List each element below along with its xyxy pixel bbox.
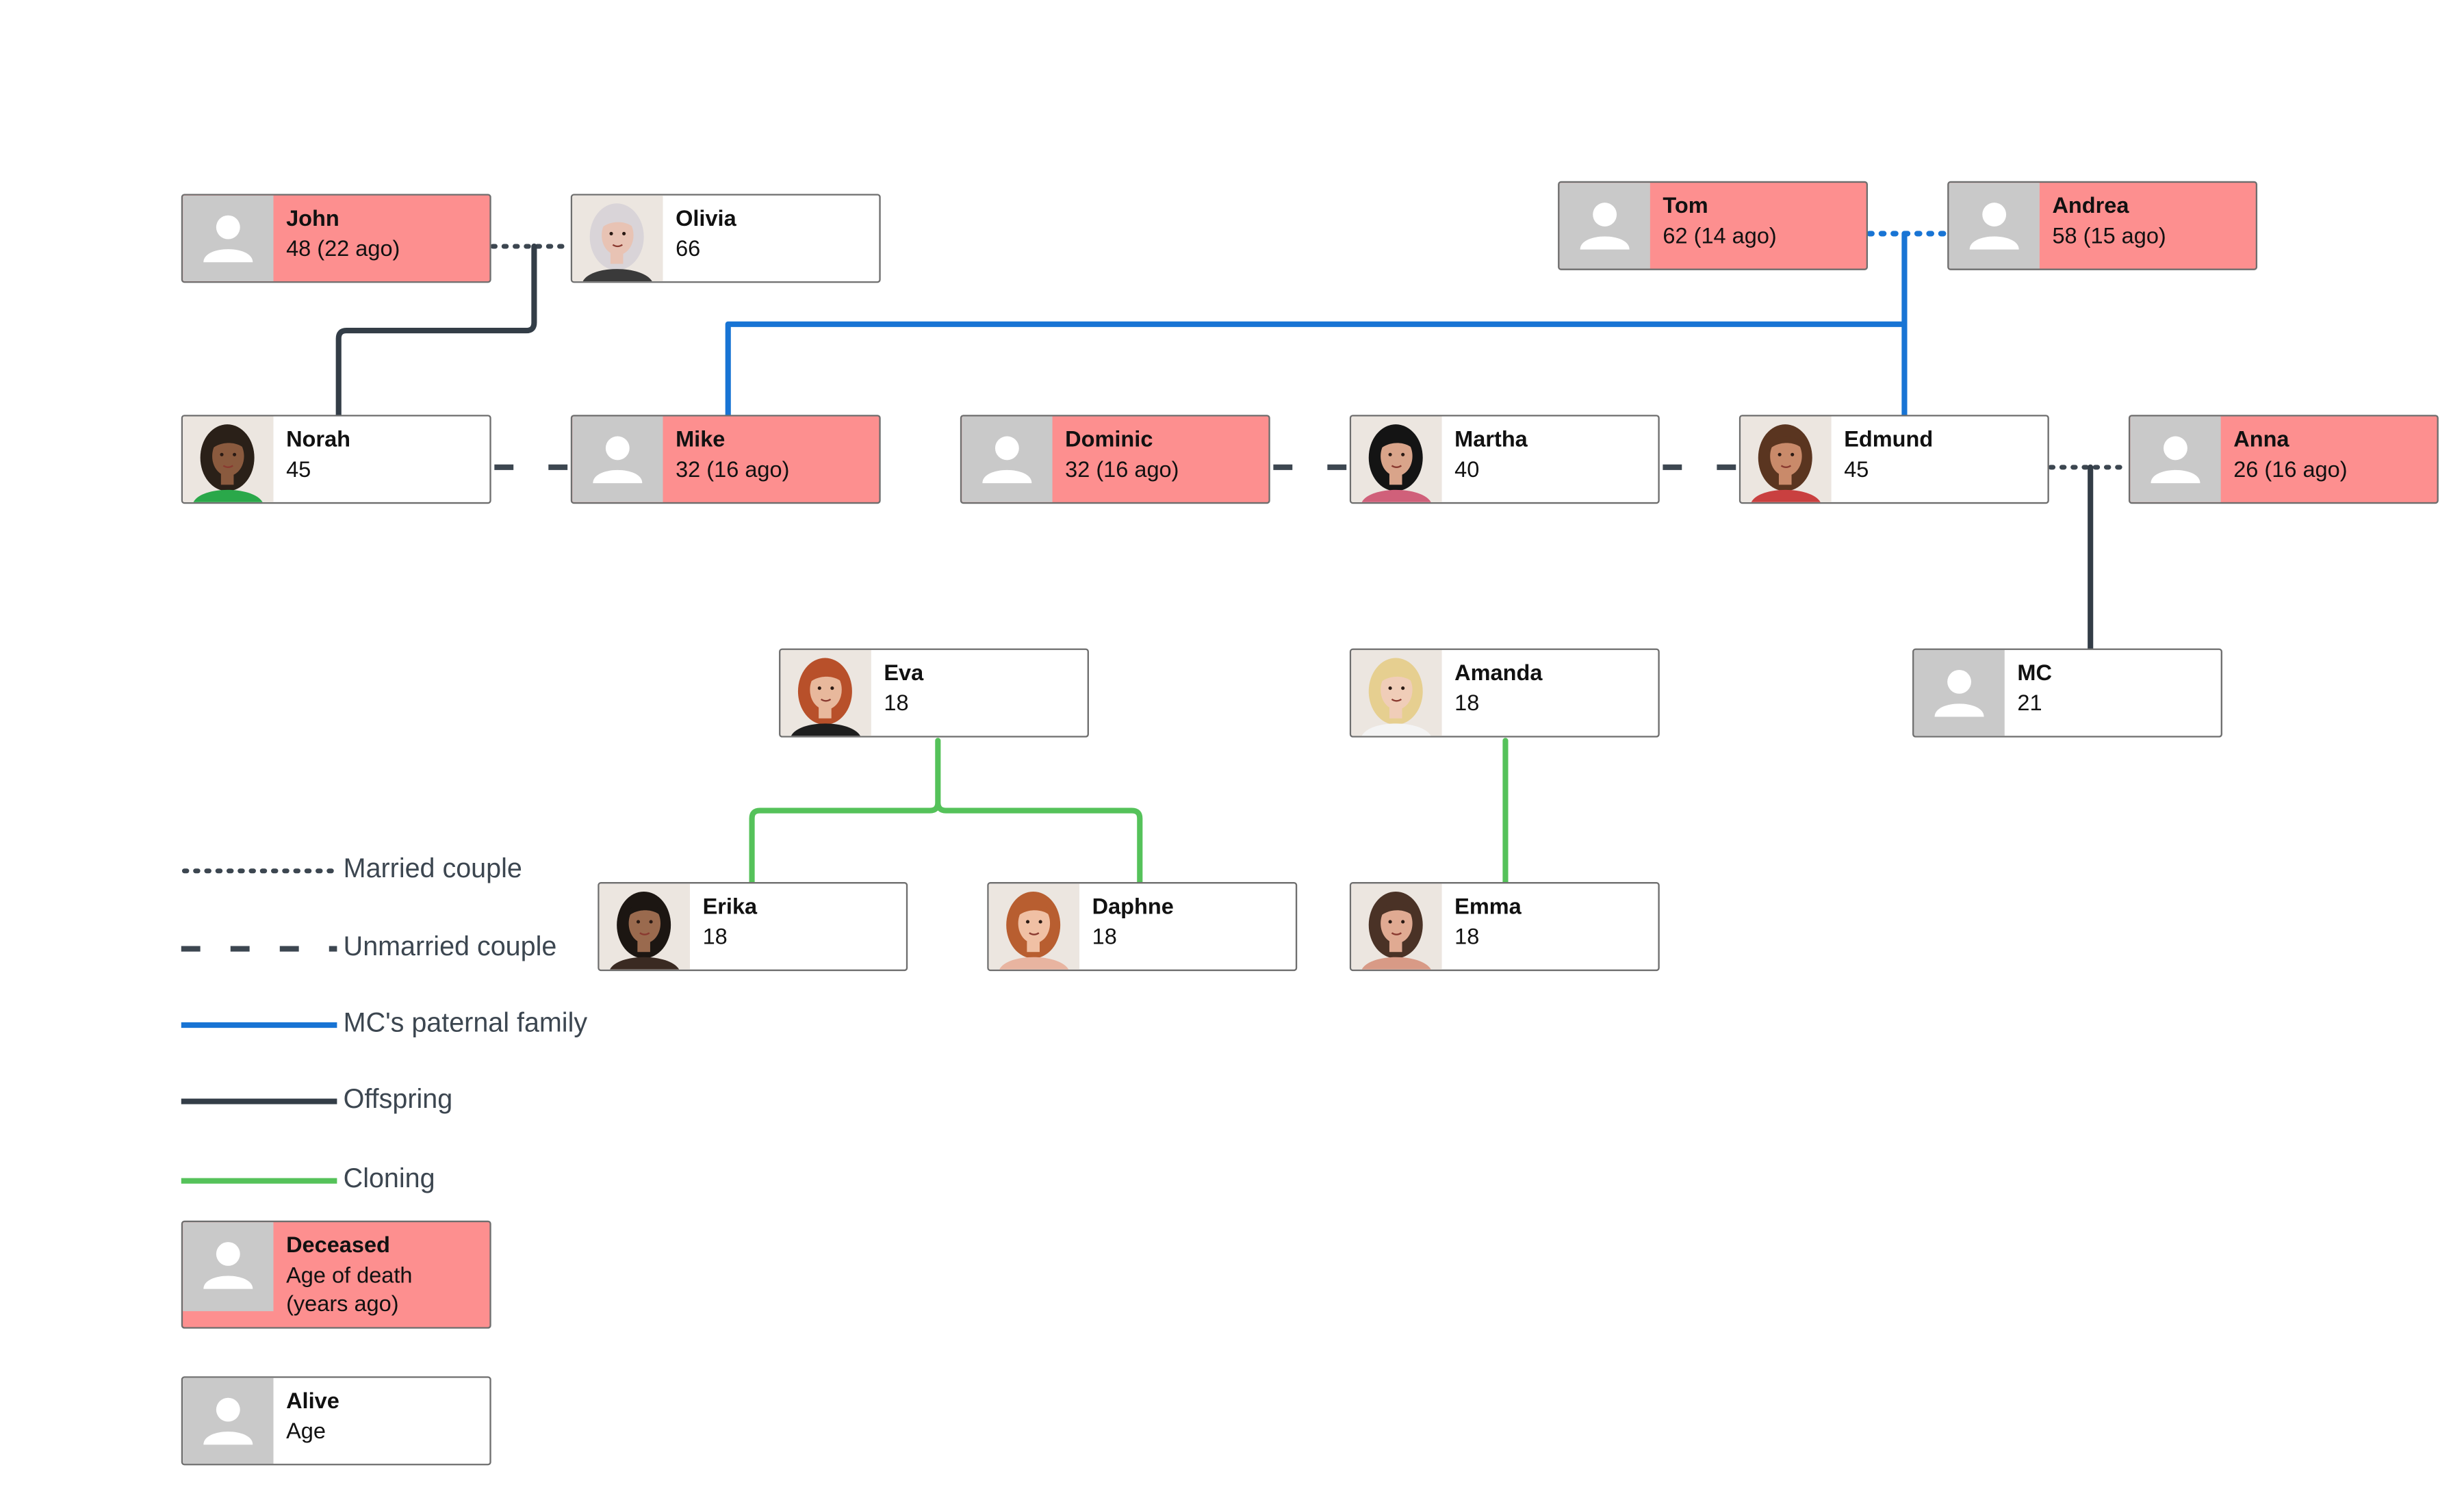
person-age: 32 (16 ago) — [676, 456, 790, 482]
person-card-mike[interactable]: Mike 32 (16 ago) — [570, 415, 881, 504]
portrait-photo — [183, 416, 274, 502]
person-name: Eva — [884, 659, 924, 686]
portrait-photo — [988, 883, 1080, 970]
person-name: Edmund — [1844, 426, 1934, 452]
person-age: 66 — [676, 235, 701, 261]
person-card-eva[interactable]: Eva 18 — [779, 648, 1089, 738]
legend-alive-card: Alive Age — [181, 1376, 491, 1466]
person-age: 40 — [1454, 456, 1480, 482]
legend-deceased-card: Deceased Age of death (years ago) — [181, 1220, 491, 1329]
person-name: Erika — [702, 893, 758, 919]
person-age: 18 — [884, 689, 909, 716]
person-name: Norah — [286, 426, 351, 452]
portrait-photo — [1741, 416, 1832, 502]
portrait-photo — [599, 883, 690, 970]
legend-alive-title: Alive — [286, 1387, 339, 1413]
person-name: Tom — [1663, 192, 1708, 218]
person-card-amanda[interactable]: Amanda 18 — [1349, 648, 1660, 738]
portrait-photo — [1351, 416, 1442, 502]
portrait-photo — [780, 649, 871, 736]
person-name: Emma — [1454, 893, 1522, 919]
portrait-photo — [1351, 883, 1442, 970]
person-name: Martha — [1454, 426, 1528, 452]
person-card-olivia[interactable]: Olivia 66 — [570, 194, 881, 283]
legend-deceased-title: Deceased — [286, 1231, 390, 1258]
person-name: Mike — [676, 426, 726, 452]
person-age: 21 — [2017, 689, 2042, 716]
person-name: Anna — [2233, 426, 2289, 452]
person-name: MC — [2017, 659, 2052, 686]
person-card-tom[interactable]: Tom 62 (14 ago) — [1558, 181, 1869, 270]
legend-alive-desc: Age — [286, 1417, 326, 1443]
offspring-line-norah — [335, 243, 537, 418]
person-card-anna[interactable]: Anna 26 (16 ago) — [2128, 415, 2439, 504]
person-age: 18 — [1454, 923, 1480, 949]
person-placeholder-icon — [1949, 183, 2040, 269]
person-age: 45 — [1844, 456, 1869, 482]
paternal-line-mike-edmund — [725, 231, 1908, 418]
person-name: Amanda — [1454, 659, 1543, 686]
person-name: John — [286, 205, 339, 231]
person-age: 18 — [1454, 689, 1480, 716]
legend-cloning-label: Cloning — [343, 1163, 435, 1194]
person-age: 26 (16 ago) — [2233, 456, 2348, 482]
legend-unmarried-label: Unmarried couple — [343, 931, 557, 962]
person-card-dominic[interactable]: Dominic 32 (16 ago) — [960, 415, 1270, 504]
person-name: Andrea — [2052, 192, 2129, 218]
person-name: Olivia — [676, 205, 736, 231]
person-card-martha[interactable]: Martha 40 — [1349, 415, 1660, 504]
person-placeholder-icon — [572, 416, 663, 502]
person-card-mc[interactable]: MC 21 — [1912, 648, 2222, 738]
portrait-photo — [1351, 649, 1442, 736]
person-age: 18 — [1092, 923, 1117, 949]
legend-offspring-label: Offspring — [343, 1083, 453, 1115]
person-age: 48 (22 ago) — [286, 235, 400, 261]
person-card-erika[interactable]: Erika 18 — [598, 882, 908, 972]
cloning-line-eva — [749, 738, 1143, 885]
person-age: 58 (15 ago) — [2052, 222, 2166, 248]
legend-deceased-desc: Age of death (years ago) — [286, 1262, 413, 1317]
person-age: 32 (16 ago) — [1065, 456, 1179, 482]
person-placeholder-icon — [1914, 649, 2005, 736]
person-placeholder-icon — [183, 1377, 274, 1464]
person-card-edmund[interactable]: Edmund 45 — [1738, 415, 2049, 504]
person-placeholder-icon — [183, 1222, 274, 1312]
person-placeholder-icon — [1559, 183, 1650, 269]
person-placeholder-icon — [2130, 416, 2221, 502]
legend-married-label: Married couple — [343, 853, 522, 884]
person-placeholder-icon — [962, 416, 1053, 502]
person-card-andrea[interactable]: Andrea 58 (15 ago) — [1947, 181, 2258, 270]
person-age: 62 (14 ago) — [1663, 222, 1777, 248]
person-age: 45 — [286, 456, 311, 482]
person-card-john[interactable]: John 48 (22 ago) — [181, 194, 491, 283]
legend-paternal-label: MC's paternal family — [343, 1007, 588, 1038]
person-placeholder-icon — [183, 195, 274, 282]
person-card-daphne[interactable]: Daphne 18 — [987, 882, 1298, 972]
person-card-norah[interactable]: Norah 45 — [181, 415, 491, 504]
person-card-emma[interactable]: Emma 18 — [1349, 882, 1660, 972]
person-age: 18 — [702, 923, 728, 949]
portrait-photo — [572, 195, 663, 282]
person-name: Daphne — [1092, 893, 1174, 919]
person-name: Dominic — [1065, 426, 1153, 452]
